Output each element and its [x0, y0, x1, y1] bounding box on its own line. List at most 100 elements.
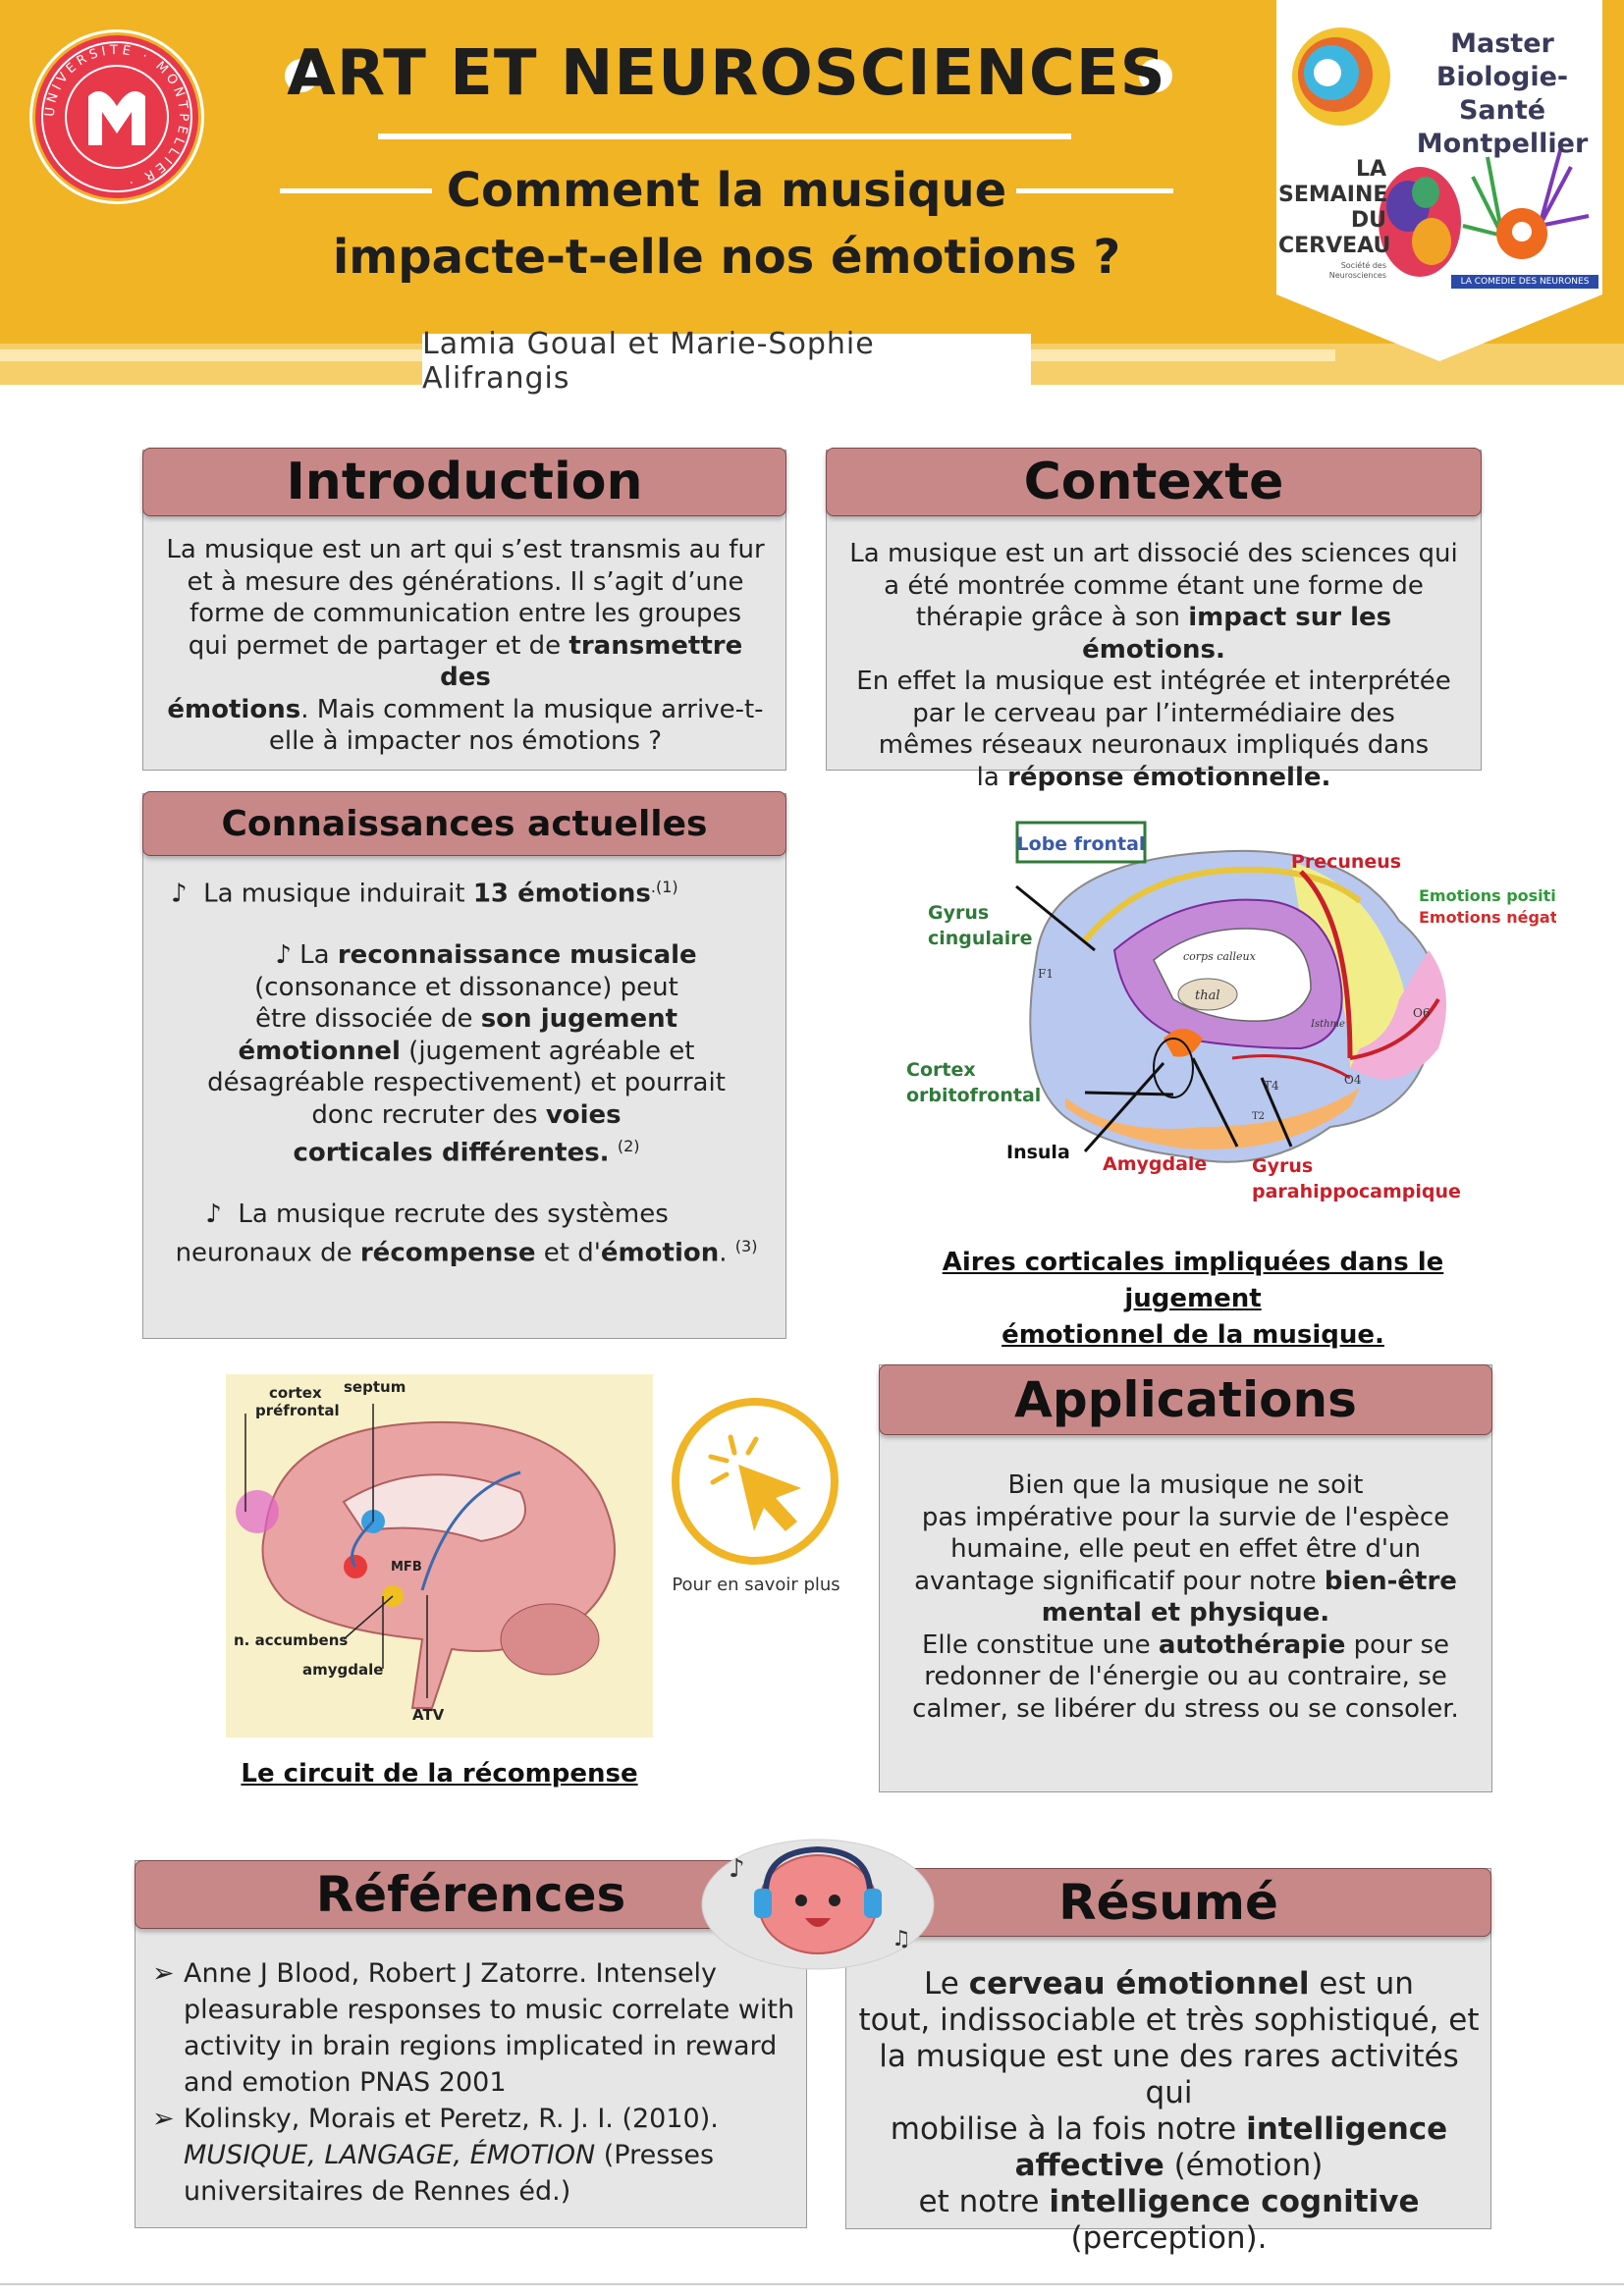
master-line: Montpellier	[1416, 129, 1589, 159]
partner-logos-panel	[1276, 0, 1602, 361]
legend-positive: Emotions positives	[1419, 886, 1556, 905]
label-cortex: orbitofrontal	[906, 1085, 1041, 1106]
label-t2: T2	[1252, 1111, 1265, 1122]
figure1-caption-line: Aires corticales impliquées dans le juge…	[942, 1248, 1444, 1313]
applications-line: Elle constitue une autothérapie pour se	[921, 1629, 1450, 1660]
label-amygdale: amygdale	[302, 1661, 383, 1679]
semaine-line: CERVEAU	[1278, 234, 1391, 258]
figure1-caption-line: émotionnel de la musique.	[1001, 1320, 1384, 1350]
title-dot	[285, 59, 318, 92]
applications-line: redonner de l'énergie ou au contraire, s…	[924, 1662, 1447, 1691]
label-gyrus-cingulaire: Gyrus	[928, 902, 989, 924]
svg-text:♪: ♪	[729, 1854, 745, 1884]
label-f1: F1	[1038, 967, 1054, 981]
subtitle-line-2: impacte-t-elle nos émotions ?	[332, 230, 1121, 285]
arrow-bullet-icon: ➢	[152, 2104, 175, 2134]
music-note-icon: ♪	[205, 1200, 222, 1230]
contexte-text: La musique est un art dissocié des scien…	[844, 538, 1463, 793]
label-amygdale: Amygdale	[1103, 1153, 1207, 1175]
resume-line: affective (émotion)	[1014, 2148, 1324, 2183]
label-precuneus: Precuneus	[1291, 851, 1401, 873]
applications-line: pas impérative pour la survie de l'espèc…	[921, 1502, 1450, 1532]
resume-text: Le cerveau émotionnel est un tout, indis…	[852, 1966, 1486, 2257]
brain-headphones-mascot: ♪ ♫	[695, 1828, 941, 1975]
brain-sagittal-diagram: Lobe frontal Precuneus Emotions positive…	[906, 821, 1594, 1202]
reward-circuit-figure: cortex préfrontal septum MFB n. accumben…	[226, 1374, 653, 1737]
arrow-bullet-icon: ➢	[152, 1958, 175, 1989]
applications-line: mental et physique.	[1041, 1598, 1330, 1628]
learn-more-button[interactable]	[672, 1398, 839, 1565]
label-septum: septum	[344, 1378, 406, 1396]
figure1-caption: Aires corticales impliquées dans le juge…	[889, 1245, 1497, 1354]
reward-circuit-diagram: cortex préfrontal septum MFB n. accumben…	[234, 1378, 616, 1724]
contexte-heading: Contexte	[826, 448, 1482, 516]
music-note-icon: ♪	[275, 940, 292, 971]
semaine-line: LA	[1355, 157, 1386, 182]
applications-heading: Applications	[879, 1364, 1492, 1435]
figure2-caption: Le circuit de la récompense	[241, 1759, 638, 1789]
applications-line: avantage significatif pour notre bien-êt…	[914, 1566, 1457, 1596]
comedie-des-neurones-label: LA COMEDIE DES NEURONES	[1451, 275, 1598, 289]
svg-text:♫: ♫	[892, 1927, 911, 1951]
label-cortex: cortex	[269, 1384, 322, 1402]
label-atv: ATV	[412, 1706, 445, 1724]
contexte-line: En effet la musique est intégrée et inte…	[856, 667, 1451, 696]
label-gyrus-para: Gyrus	[1252, 1155, 1313, 1177]
introduction-heading: Introduction	[142, 448, 786, 516]
applications-line: humaine, elle peut en effet être d'un	[950, 1534, 1421, 1564]
contexte-line: la réponse émotionnelle.	[976, 762, 1331, 792]
resume-heading: Résumé	[845, 1868, 1491, 1937]
reference-item: ➢ Kolinsky, Morais et Peretz, R. J. I. (…	[152, 2101, 800, 2210]
cortical-areas-figure: Lobe frontal Precuneus Emotions positive…	[889, 803, 1594, 1215]
applications-text: Bien que la musique ne soit pas impérati…	[893, 1469, 1478, 1725]
connaissances-text: ♪ La musique induirait 13 émotions.(1) ♪…	[157, 872, 776, 1269]
semaine-subtitle: Société des Neurosciences	[1328, 261, 1386, 280]
master-line: Master	[1450, 28, 1554, 59]
subtitle-line	[280, 188, 432, 193]
label-isthme: Isthme	[1310, 1019, 1345, 1030]
references-list: ➢ Anne J Blood, Robert J Zatorre. Intens…	[152, 1955, 800, 2210]
label-gyrus-cingulaire: cingulaire	[928, 928, 1033, 949]
resume-line: (perception).	[1070, 2220, 1268, 2256]
contexte-line: a été montrée comme étant une forme de	[884, 570, 1424, 601]
label-corps-calleux: corps calleux	[1183, 950, 1257, 963]
learn-more-label[interactable]: Pour en savoir plus	[672, 1575, 840, 1595]
university-logo: UNIVERSITÉ · MONTPELLIER ·	[35, 35, 198, 198]
subtitle-line-1: Comment la musique	[446, 163, 1007, 218]
intro-line: elle à impacter nos émotions ?	[268, 726, 663, 756]
label-insula: Insula	[1006, 1142, 1070, 1163]
brain-mascot-icon: ♪ ♫	[701, 1839, 935, 1970]
semaine-line: SEMAINE	[1278, 183, 1388, 207]
label-o6: O6	[1413, 1006, 1430, 1020]
applications-box	[879, 1364, 1492, 1792]
label-mfb: MFB	[391, 1560, 422, 1575]
introduction-text: La musique est un art qui s’est transmis…	[165, 534, 766, 758]
title-dot	[1139, 59, 1172, 92]
references-heading: Références	[135, 1860, 807, 1929]
contexte-line: thérapie grâce à son impact sur les émot…	[915, 603, 1392, 665]
label-n-accumbens: n. accumbens	[234, 1631, 348, 1649]
legend-negative: Emotions négatives	[1419, 908, 1556, 927]
connaissances-heading: Connaissances actuelles	[142, 791, 786, 856]
master-line: Biologie-Santé	[1435, 62, 1569, 126]
label-prefrontal: préfrontal	[255, 1402, 340, 1419]
intro-line: forme de communication entre les groupes	[189, 599, 742, 628]
header-strip-line	[0, 349, 422, 361]
page-title: ART ET NEUROSCIENCES	[287, 37, 1166, 110]
contexte-line: par le cerveau par l’intermédiaire des	[912, 698, 1395, 728]
resume-line: tout, indissociable et très sophistiqué,…	[858, 2002, 1480, 2038]
label-thal: thal	[1195, 988, 1220, 1003]
title-underline	[378, 133, 1071, 139]
header-strip-line	[1031, 349, 1335, 361]
label-lobe-frontal: Lobe frontal	[1017, 833, 1146, 855]
resume-line: et notre intelligence cognitive	[918, 2184, 1420, 2219]
resume-line: mobilise à la fois notre intelligence	[890, 2111, 1448, 2147]
semaine-du-cerveau-logo-text: LA SEMAINE DU CERVEAU	[1278, 157, 1391, 259]
label-t4: T4	[1264, 1079, 1279, 1093]
intro-line: La musique est un art qui s’est transmis…	[166, 535, 765, 564]
resume-line: la musique est une des rares activités q…	[879, 2039, 1459, 2110]
connaissances-point-3: ♪ La musique recrute des systèmes neuron…	[175, 1200, 758, 1268]
authors: Lamia Goual et Marie-Sophie Alifrangis	[422, 327, 1031, 396]
subtitle-line	[1016, 188, 1173, 193]
master-logo-text: Master Biologie-Santé Montpellier	[1394, 27, 1610, 161]
